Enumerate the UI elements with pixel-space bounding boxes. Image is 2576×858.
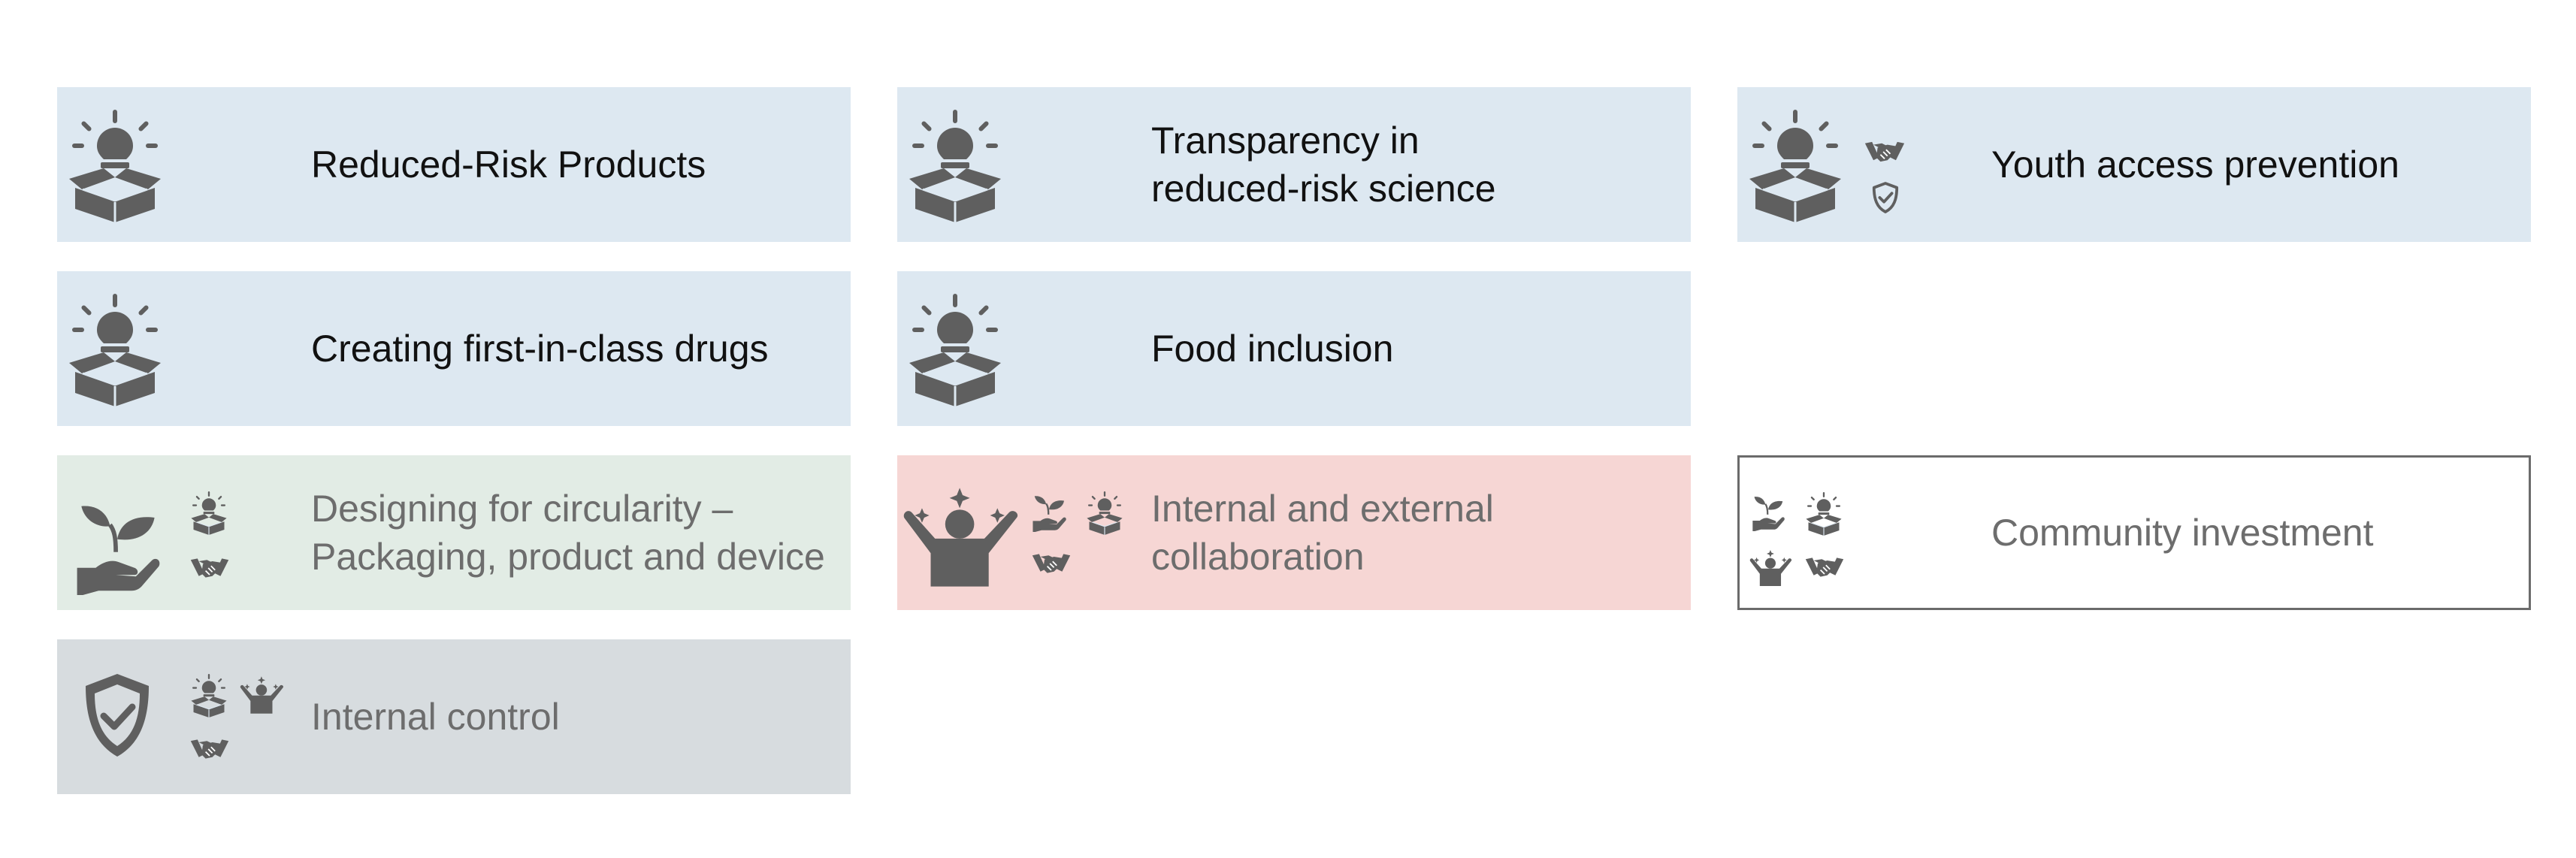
card-first-in-class-drugs: Creating first-in-class drugs <box>57 271 851 426</box>
card-youth-access: Youth access prevention <box>1737 87 2531 242</box>
card-title: Creating first-in-class drugs <box>311 328 769 370</box>
card-title-line: Packaging, product and device <box>311 536 825 578</box>
shield-check-icon <box>80 671 155 761</box>
card-title: Community investment <box>1991 512 2374 554</box>
shield-check-icon <box>1871 182 1900 213</box>
card-title-line: Internal and external <box>1151 488 1494 530</box>
person-cheering-icon <box>1749 549 1794 587</box>
card-reduced-risk-products: Reduced-Risk Products <box>57 87 851 242</box>
person-cheering-icon <box>239 675 286 714</box>
card-title-line: Designing for circularity – <box>311 488 733 530</box>
plant-hand-icon <box>1031 494 1067 532</box>
lightbulb-box-icon <box>65 110 165 222</box>
card-transparency: Transparency in reduced-risk science <box>897 87 1691 242</box>
handshake-icon <box>1804 554 1845 581</box>
lightbulb-box-icon <box>1085 491 1124 535</box>
lightbulb-box-icon <box>905 294 1005 406</box>
plant-hand-icon <box>72 502 162 595</box>
lightbulb-box-icon <box>905 110 1005 222</box>
card-title-line: Transparency in <box>1151 119 1420 162</box>
card-internal-external-collaboration: Internal and external collaboration <box>897 455 1691 610</box>
lightbulb-box-icon <box>189 674 228 718</box>
lightbulb-box-icon <box>1745 110 1846 222</box>
card-title: Internal and external collaboration <box>1151 455 1676 610</box>
card-title: Internal control <box>311 696 560 738</box>
lightbulb-box-icon <box>65 294 165 406</box>
card-food-inclusion: Food inclusion <box>897 271 1691 426</box>
card-title: Youth access prevention <box>1991 144 2399 186</box>
handshake-icon <box>189 736 230 763</box>
card-title: Designing for circularity – Packaging, p… <box>311 455 836 610</box>
card-title: Reduced-Risk Products <box>311 144 706 186</box>
handshake-icon <box>1864 137 1906 167</box>
card-designing-for-circularity: Designing for circularity – Packaging, p… <box>57 455 851 610</box>
card-internal-control: Internal control <box>57 639 851 794</box>
handshake-icon <box>189 554 230 582</box>
plant-hand-icon <box>1750 495 1786 531</box>
lightbulb-box-icon <box>1804 492 1843 536</box>
card-title-line: collaboration <box>1151 536 1365 578</box>
lightbulb-box-icon <box>189 491 228 535</box>
card-title: Transparency in reduced-risk science <box>1151 87 1676 242</box>
handshake-icon <box>1031 550 1072 577</box>
card-title-line: reduced-risk science <box>1151 168 1496 210</box>
card-community-investment: Community investment <box>1737 455 2531 610</box>
card-title: Food inclusion <box>1151 328 1394 370</box>
person-cheering-icon <box>900 485 1023 589</box>
